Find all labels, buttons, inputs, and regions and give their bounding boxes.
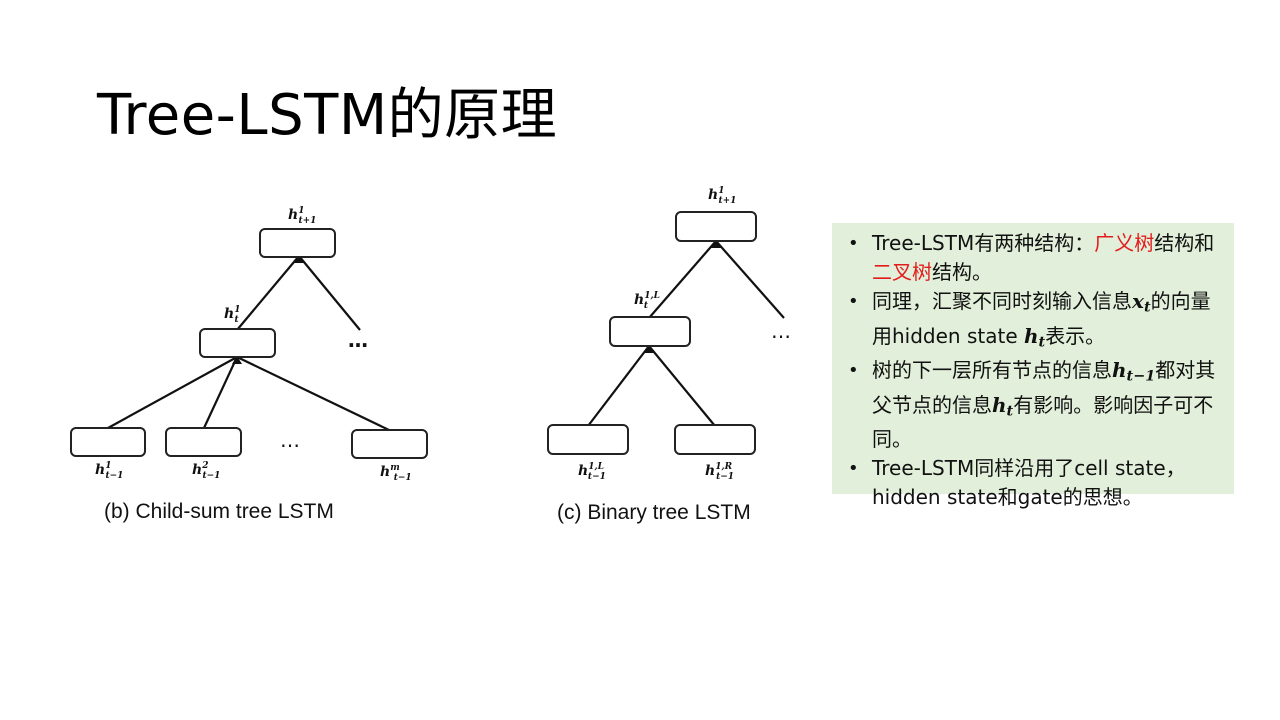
list-item: • Tree-LSTM有两种结构：广义树结构和二叉树结构。 [848,231,1215,284]
leaf-node [547,424,629,455]
edge-mid-root [236,255,300,331]
edge-leaf2-mid [203,356,238,429]
notes-box: • Tree-LSTM有两种结构：广义树结构和二叉树结构。 • 同理，汇聚不同时… [832,223,1234,509]
root-node [259,228,336,258]
edge-leaf1-mid [107,356,238,429]
math-symbol: ht [1023,323,1046,351]
list-item: • Tree-LSTM同样沿用了cell state，hidden state和… [848,456,1186,510]
ellipsis: … [771,319,791,343]
edge-leafL-mid [587,345,650,427]
diagram-caption: (c) Binary tree LSTM [557,501,751,524]
edge-root-ellipsis [715,240,785,319]
leaf-node [165,427,242,457]
mid-node [199,328,276,358]
highlight-text: 二叉树 [872,260,932,284]
bullet-icon: • [848,458,859,480]
math-symbol: xt [1132,289,1151,316]
list-item: • 同理，汇聚不同时刻输入信息xt的向量用hidden state ht表示。 [848,289,1211,351]
highlight-text: 广义树 [1094,231,1155,255]
arrowhead [644,345,654,353]
leaf-node [674,424,756,455]
list-item: • 树的下一层所有节点的信息ht−1都对其父节点的信息ht有影响。影响因子可不同… [848,358,1216,452]
arrowhead [711,240,721,248]
arrowhead [294,255,304,263]
edge-root-ellipsis [298,255,361,331]
notes-list: • Tree-LSTM有两种结构：广义树结构和二叉树结构。 • 同理，汇聚不同时… [842,229,1226,512]
mid-node [609,316,691,347]
arrowhead [232,356,242,364]
edge-mid-root [648,240,717,319]
root-node [675,211,757,242]
bullet-icon: • [848,233,859,254]
edge-leafR-mid [648,345,716,427]
diagram-caption: (b) Child-sum tree LSTM [104,500,334,523]
leaf-node [351,429,428,459]
math-symbol: ht−1 [1112,358,1156,385]
ellipsis: … [280,428,300,452]
leaf-node [70,427,146,457]
math-symbol: ht [992,392,1014,420]
ellipsis: … [348,328,368,352]
edge-leaf3-mid [236,356,390,431]
bullet-icon: • [848,291,859,312]
slide-title: Tree-LSTM的原理 [97,83,558,148]
bullet-icon: • [848,360,859,382]
